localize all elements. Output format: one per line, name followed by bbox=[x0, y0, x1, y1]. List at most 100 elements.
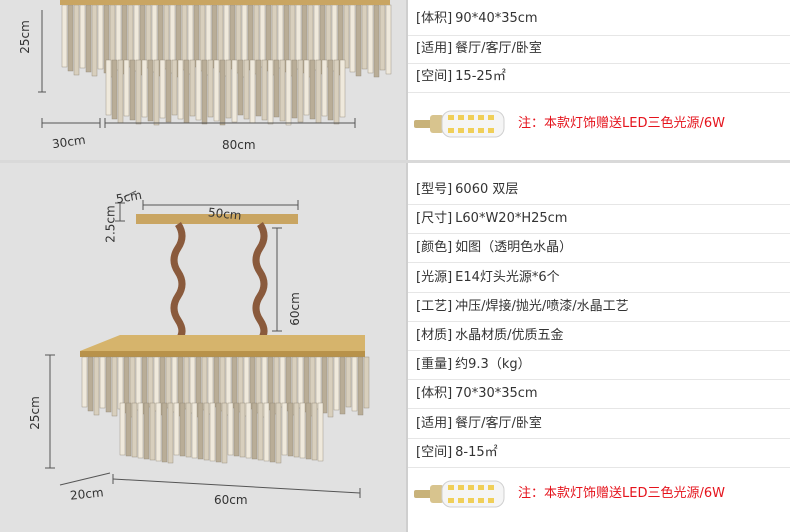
spec-label: [材质] bbox=[416, 328, 453, 343]
spec-value: 6060 双层 bbox=[455, 182, 519, 197]
crystal-prism bbox=[279, 356, 286, 408]
crystal-prism bbox=[339, 59, 346, 118]
crystal-prism bbox=[209, 402, 216, 462]
lower-divider bbox=[406, 163, 408, 532]
crystal-prism bbox=[219, 59, 226, 126]
crystal-prism bbox=[159, 59, 166, 119]
right-suspension-chain bbox=[252, 222, 268, 357]
crystal-prism bbox=[105, 356, 112, 413]
crystal-prism bbox=[291, 59, 298, 119]
row-divider bbox=[408, 204, 790, 205]
crystal-prism bbox=[311, 402, 318, 461]
row-divider bbox=[408, 92, 790, 93]
crystal-prism bbox=[357, 356, 364, 416]
lower-spec-size: [尺寸]L60*W20*H25cm bbox=[416, 208, 567, 230]
crystal-prism bbox=[203, 402, 210, 461]
crystal-prism bbox=[259, 4, 266, 68]
spec-value: 冲压/焊接/抛光/喷漆/水晶工艺 bbox=[455, 299, 629, 314]
crystal-prism bbox=[237, 59, 244, 116]
crystal-prism bbox=[201, 59, 208, 125]
crystal-prism bbox=[281, 402, 288, 456]
crystal-prism bbox=[297, 356, 304, 409]
crystal-prism bbox=[183, 356, 190, 410]
crystal-prism bbox=[119, 402, 126, 456]
crystal-prism bbox=[147, 59, 154, 122]
lower-spec-material: [材质]水晶材质/优质五金 bbox=[416, 325, 564, 347]
lower-chandelier-drawing bbox=[45, 190, 370, 498]
crystal-prism bbox=[225, 59, 232, 119]
crystal-prism bbox=[197, 402, 204, 460]
left-suspension-chain bbox=[170, 222, 186, 357]
crystal-prism bbox=[261, 59, 268, 121]
crystal-prism bbox=[213, 356, 220, 408]
crystal-prism bbox=[343, 4, 350, 69]
crystal-prism bbox=[137, 402, 144, 459]
lower-spec-weight: [重量]约9.3（kg） bbox=[416, 354, 531, 376]
crystal-prism bbox=[105, 59, 112, 116]
lower-spec-light-source: [光源]E14灯头光源*6个 bbox=[416, 267, 560, 289]
crystal-prism bbox=[231, 356, 238, 409]
crystal-prism bbox=[97, 4, 104, 70]
crystal-prism bbox=[67, 4, 74, 72]
row-divider bbox=[408, 233, 790, 234]
upper-chandelier-image: 25cm 30cm 80cm bbox=[0, 0, 406, 160]
crystal-prism bbox=[165, 59, 172, 123]
crystal-prism bbox=[373, 4, 380, 78]
lower-height-label: 25cm bbox=[27, 396, 42, 430]
crystal-prism bbox=[339, 356, 346, 415]
drop-length-label: 60cm bbox=[287, 292, 302, 326]
crystal-prism bbox=[277, 4, 284, 69]
crystal-prism bbox=[201, 356, 208, 411]
spec-label: [体积] bbox=[416, 386, 453, 401]
crystal-prism bbox=[87, 356, 94, 412]
lower-spec-craft: [工艺]冲压/焊接/抛光/喷漆/水晶工艺 bbox=[416, 296, 629, 318]
led-bulb-icon bbox=[414, 480, 505, 508]
crystal-prism bbox=[333, 59, 340, 125]
crystal-prism bbox=[167, 402, 174, 464]
lower-spec-color: [颜色]如图（透明色水晶） bbox=[416, 237, 572, 259]
crystal-prism bbox=[321, 59, 328, 117]
crystal-prism bbox=[131, 402, 138, 458]
spec-label: [适用] bbox=[416, 416, 453, 431]
crystal-prism bbox=[333, 356, 340, 411]
crystal-prism bbox=[61, 4, 68, 68]
spec-value: 约9.3（kg） bbox=[455, 357, 531, 372]
crystal-prism bbox=[287, 402, 294, 457]
crystal-prism bbox=[363, 356, 370, 409]
crystal-prism bbox=[303, 59, 310, 116]
lower-spec-use: [适用]餐厅/客厅/卧室 bbox=[416, 413, 542, 435]
crystal-prism bbox=[117, 356, 124, 410]
crystal-prism bbox=[177, 59, 184, 120]
spec-value: 8-15㎡ bbox=[455, 445, 498, 460]
crystal-prism bbox=[193, 4, 200, 68]
crystal-prism bbox=[297, 59, 304, 123]
row-divider bbox=[408, 321, 790, 322]
crystal-prism bbox=[117, 59, 124, 124]
spec-label: [重量] bbox=[416, 357, 453, 372]
upper-divider bbox=[406, 0, 408, 160]
crystal-prism bbox=[149, 402, 156, 461]
crystal-prism bbox=[99, 356, 106, 409]
crystal-prism bbox=[123, 59, 130, 117]
crystal-prism bbox=[273, 59, 280, 118]
upper-product-panel: 25cm 30cm 80cm [体积]90*40*35cm [适用]餐厅/客厅/… bbox=[0, 0, 790, 160]
spec-label: [空间] bbox=[416, 445, 453, 460]
spec-label: [体积] bbox=[416, 11, 453, 26]
crystal-prism bbox=[275, 402, 282, 464]
spec-value: 如图（透明色水晶） bbox=[455, 240, 573, 255]
spec-value: 餐厅/客厅/卧室 bbox=[455, 41, 542, 56]
spec-value: 餐厅/客厅/卧室 bbox=[455, 416, 542, 431]
crystal-prism bbox=[317, 402, 324, 462]
spec-label: [光源] bbox=[416, 270, 453, 285]
crystal-prism bbox=[269, 402, 276, 463]
row-divider bbox=[408, 63, 790, 64]
led-bulb-icon bbox=[414, 110, 505, 138]
crystal-prism bbox=[355, 4, 362, 77]
crystal-prism bbox=[243, 59, 250, 120]
canopy-height-label: 2.5cm bbox=[103, 205, 118, 243]
row-divider bbox=[408, 438, 790, 439]
upper-height-label: 25cm bbox=[17, 20, 32, 54]
lower-spec-space: [空间]8-15㎡ bbox=[416, 442, 498, 464]
crystal-prism bbox=[143, 402, 150, 460]
crystal-prism bbox=[231, 59, 238, 123]
